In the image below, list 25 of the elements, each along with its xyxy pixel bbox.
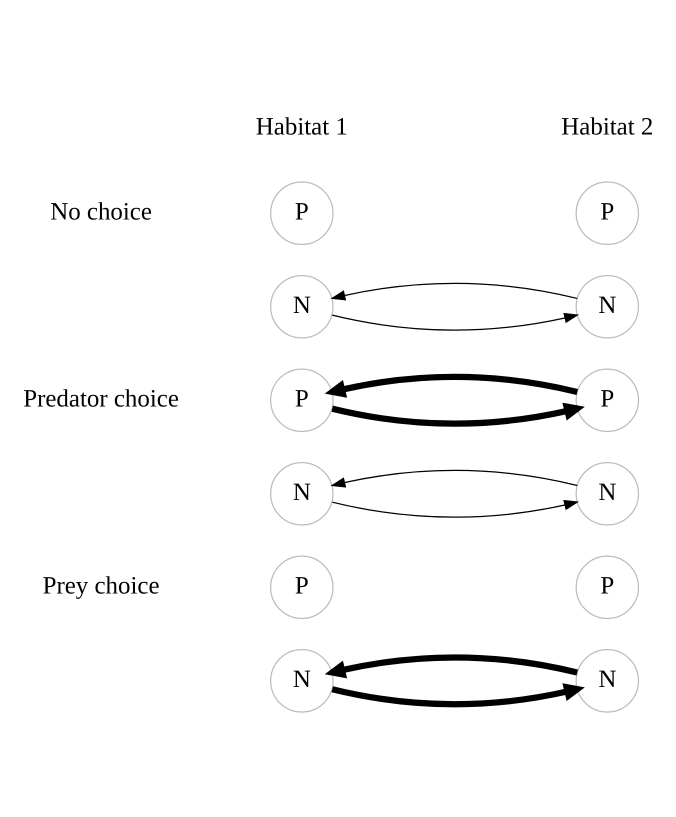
arrow <box>324 654 578 678</box>
node-circle: N <box>270 648 334 712</box>
node-circle: N <box>576 274 640 338</box>
label: Habitat 1 <box>256 113 348 140</box>
label: Predator choice <box>23 385 179 412</box>
node-circle: N <box>576 648 640 712</box>
arrow <box>330 469 578 488</box>
node-circle: P <box>576 555 640 619</box>
arrow <box>324 373 578 398</box>
node-circle: P <box>576 180 640 245</box>
label: Prey choice <box>42 572 160 600</box>
node-circle: N <box>270 274 334 338</box>
node-circle: P <box>576 368 640 432</box>
arrow <box>330 282 578 300</box>
arrow <box>332 682 585 707</box>
arrow <box>332 402 585 426</box>
arrow <box>332 312 580 330</box>
node-circle: N <box>270 462 334 526</box>
node-circle: N <box>576 462 640 526</box>
label: No choice <box>50 198 152 225</box>
node-circle: P <box>270 555 334 619</box>
node-circle: P <box>270 180 334 245</box>
label: Habitat 2 <box>561 113 654 140</box>
arrow <box>332 499 580 518</box>
node-circle: P <box>270 368 334 432</box>
